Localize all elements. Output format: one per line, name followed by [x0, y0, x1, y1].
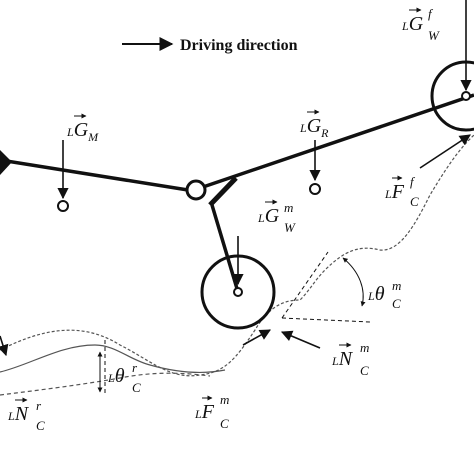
theta_C_m-ref-horizontal [281, 317, 371, 323]
driving-direction-label: Driving direction [180, 37, 298, 54]
svg-text:r: r [132, 360, 138, 375]
legend: Driving direction [122, 37, 298, 54]
terrain-curve [0, 134, 474, 377]
left-end-arrowhead [0, 150, 12, 175]
svg-text:LG: LG [401, 13, 424, 35]
svg-text:f: f [410, 174, 416, 189]
gravity-vectors [57, 0, 472, 286]
theta_C_m-ref-normal [281, 251, 329, 319]
pivot-joint [185, 179, 207, 201]
rocker-link [199, 93, 474, 190]
rover-body [0, 93, 474, 293]
F_C_f-vector [419, 134, 471, 169]
svg-text:Lθ: Lθ [367, 283, 385, 305]
vector-overbars [15, 7, 422, 403]
front-wheel-hub [461, 91, 471, 101]
svg-text:Lθ: Lθ [107, 365, 125, 387]
svg-text:C: C [392, 296, 401, 311]
terrain-lower [0, 372, 211, 396]
terrain [0, 134, 474, 396]
svg-text:C: C [220, 416, 229, 431]
svg-text:C: C [410, 194, 419, 209]
main-link [0, 158, 189, 192]
label-G_W_f: LG f W [401, 6, 440, 43]
svg-text:m: m [392, 278, 401, 293]
svg-text:C: C [132, 380, 141, 395]
svg-text:W: W [284, 220, 296, 235]
label-F_C_f: LF f C [384, 174, 419, 209]
svg-text:LF: LF [384, 181, 405, 203]
svg-text:f: f [428, 6, 434, 21]
N_C_m-vector [280, 330, 321, 349]
svg-text:m: m [360, 340, 369, 355]
joint-bracket [208, 176, 238, 207]
svg-text:LF: LF [194, 401, 215, 423]
G_M-mass-point [57, 200, 69, 212]
bogie-link [210, 204, 240, 293]
svg-text:m: m [284, 200, 293, 215]
svg-text:LN: LN [331, 348, 354, 370]
svg-text:W: W [428, 28, 440, 43]
label-G_W_m: LG m W [257, 200, 296, 235]
G_R-mass-point [309, 183, 321, 195]
N_C_r-vector [0, 335, 9, 357]
svg-text:C: C [36, 418, 45, 433]
label-G_M: LGM [66, 119, 99, 144]
F_C_m-vector [242, 329, 271, 346]
svg-text:C: C [360, 363, 369, 378]
contact-vectors [0, 134, 471, 357]
svg-text:r: r [36, 398, 42, 413]
theta_C_m-arc [342, 257, 366, 307]
label-theta_C_m: Lθ m C [367, 278, 401, 311]
svg-text:LN: LN [7, 403, 30, 425]
svg-text:LG: LG [257, 205, 280, 227]
angle-indicators [97, 251, 371, 395]
terrain-left-wave [0, 344, 226, 374]
label-theta_C_r: Lθ r C [107, 360, 141, 395]
middle-wheel-hub [233, 287, 243, 297]
label-N_C_r: LN r C [7, 398, 45, 433]
label-G_R: LGR [299, 115, 329, 140]
svg-text:m: m [220, 392, 229, 407]
label-N_C_m: LN m C [331, 340, 369, 378]
label-F_C_m: LF m C [194, 392, 229, 431]
front-wheel [430, 60, 474, 132]
